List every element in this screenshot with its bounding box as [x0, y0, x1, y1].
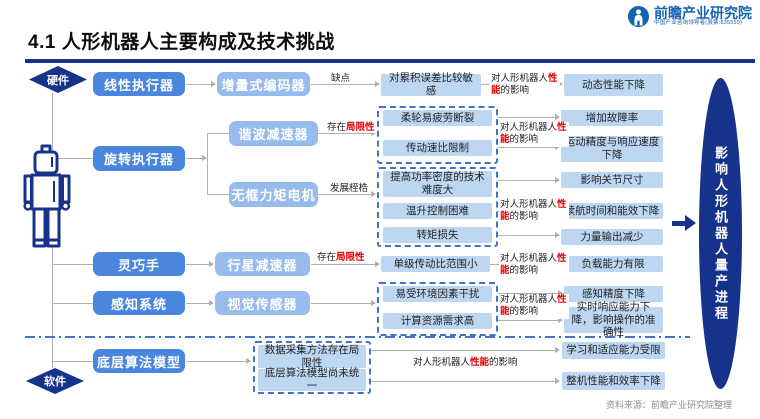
node-cumulative-error: 对累积误差比较敏感 [381, 72, 481, 97]
arrow [498, 144, 560, 150]
node-learning-limit: 学习和适应能力受限 [562, 342, 665, 359]
source-note: 资料来源：前瞻产业研究院整理 [605, 400, 732, 410]
arrow [498, 290, 563, 296]
node-transmission-ratio: 传动速比限制 [383, 140, 492, 156]
section-divider [25, 336, 690, 338]
arrow [498, 317, 563, 323]
node-compute-demand: 计算资源需求高 [383, 313, 492, 329]
arrow [186, 81, 216, 87]
hardware-diamond: 硬件 [29, 66, 87, 93]
impact-label: 对人形机器人性能的影响 [499, 253, 569, 278]
node-failure-rate: 增加故障率 [561, 110, 663, 126]
outcome-text: 影响人形机器人量产进程 [713, 145, 728, 322]
node-temp-control: 温升控制困难 [383, 203, 492, 219]
group-harmonic-issues [377, 106, 498, 164]
node-single-stage: 单级传动比范围小 [381, 256, 490, 272]
logo-icon [627, 5, 650, 28]
node-env-interference: 易受环境因素干扰 [383, 286, 492, 302]
node-model-not-unified: 底层算法模型尚未统一 [258, 367, 366, 392]
arrow [498, 177, 560, 183]
node-linear-actuator: 线性执行器 [93, 72, 185, 96]
node-frameless-motor: 无框力矩电机 [229, 182, 318, 207]
node-vision-sensor: 视觉传感器 [215, 291, 310, 315]
arrow [186, 155, 207, 161]
group-motor-issues [377, 167, 498, 247]
node-perception-precision: 感知精度下降 [564, 286, 663, 302]
node-dexterous-hand: 灵巧手 [93, 252, 185, 276]
big-arrow [672, 221, 685, 226]
node-motion-precision: 运动精度与响应速度下降 [561, 136, 663, 162]
arrow [311, 300, 376, 306]
edge-label-defect: 缺点 [331, 70, 351, 84]
logo-tagline: 中国产业咨询领导者(股票:835559) [654, 19, 743, 26]
node-load-capacity: 负载能力有限 [563, 256, 663, 272]
node-planetary-reducer: 行星减速器 [215, 252, 310, 276]
arrow [498, 114, 560, 120]
title-underline [25, 59, 755, 63]
page-title: 4.1 人形机器人主要构成及技术挑战 [28, 32, 335, 53]
node-perception-system: 感知系统 [93, 291, 185, 315]
impact-label: 对人形机器人性能的影响 [490, 73, 560, 98]
node-data-collection: 数据采集方法存在局限性 [258, 344, 366, 369]
node-overall-perf: 整机性能和效率下降 [562, 372, 665, 390]
node-endurance: 续航时间和能效下降 [561, 203, 663, 219]
edge-label-limitation: 存在局限性 [327, 119, 375, 133]
outcome-ellipse: 影响人形机器人量产进程 [699, 78, 742, 389]
node-incremental-encoder: 增量式编码器 [217, 72, 310, 96]
arrow [371, 378, 560, 384]
software-diamond: 软件 [26, 368, 84, 394]
node-joint-size: 影响关节尺寸 [561, 172, 663, 188]
node-dynamic-perf: 动态性能下降 [564, 74, 663, 96]
arrow [498, 232, 560, 238]
branch-line [52, 158, 93, 159]
arrow [311, 261, 380, 267]
impact-label: 对人形机器人性能的影响 [499, 199, 569, 224]
node-realtime-response: 实时响应能力下降，影响操作的准确性 [564, 301, 663, 338]
group-sensor-issues [377, 282, 498, 336]
big-arrow-head [685, 215, 696, 231]
impact-label: 对人形机器人性能的影响 [499, 294, 569, 319]
node-harmonic-reducer: 谐波减速器 [229, 121, 318, 146]
arrow [318, 130, 376, 136]
node-rotary-actuator: 旋转执行器 [93, 146, 185, 171]
impact-label: 对人形机器人性能的影响 [499, 122, 569, 147]
edge-label-limitation: 存在局限性 [317, 249, 365, 263]
fork-line [207, 194, 229, 195]
arrow [186, 358, 251, 364]
fork-line [207, 133, 208, 195]
edge-label-constraint: 发展桎梏 [330, 180, 369, 194]
logo-name: 前瞻产业研究院 [654, 5, 752, 22]
branch-line [52, 264, 93, 265]
arrow [186, 300, 214, 306]
fork-line [207, 133, 229, 134]
node-algorithm-model: 底层算法模型 [93, 349, 185, 373]
robot-icon [23, 144, 71, 249]
node-flexspline-fatigue: 柔轮易疲劳断裂 [383, 110, 492, 126]
arrow [318, 191, 376, 197]
node-power-output: 力量输出减少 [561, 229, 663, 245]
node-power-density: 提高功率密度的技术难度大 [383, 171, 492, 197]
group-algorithm-issues [253, 341, 371, 394]
arrow [311, 81, 380, 87]
company-logo: 前瞻产业研究院 中国产业咨询领导者(股票:835559) [627, 5, 752, 28]
branch-line [52, 361, 93, 362]
impact-label: 对人形机器人性能的影响 [412, 357, 522, 370]
branch-line [52, 303, 93, 304]
arrow [371, 347, 560, 353]
node-torque-loss: 转矩损失 [383, 227, 492, 243]
arrow [186, 261, 214, 267]
